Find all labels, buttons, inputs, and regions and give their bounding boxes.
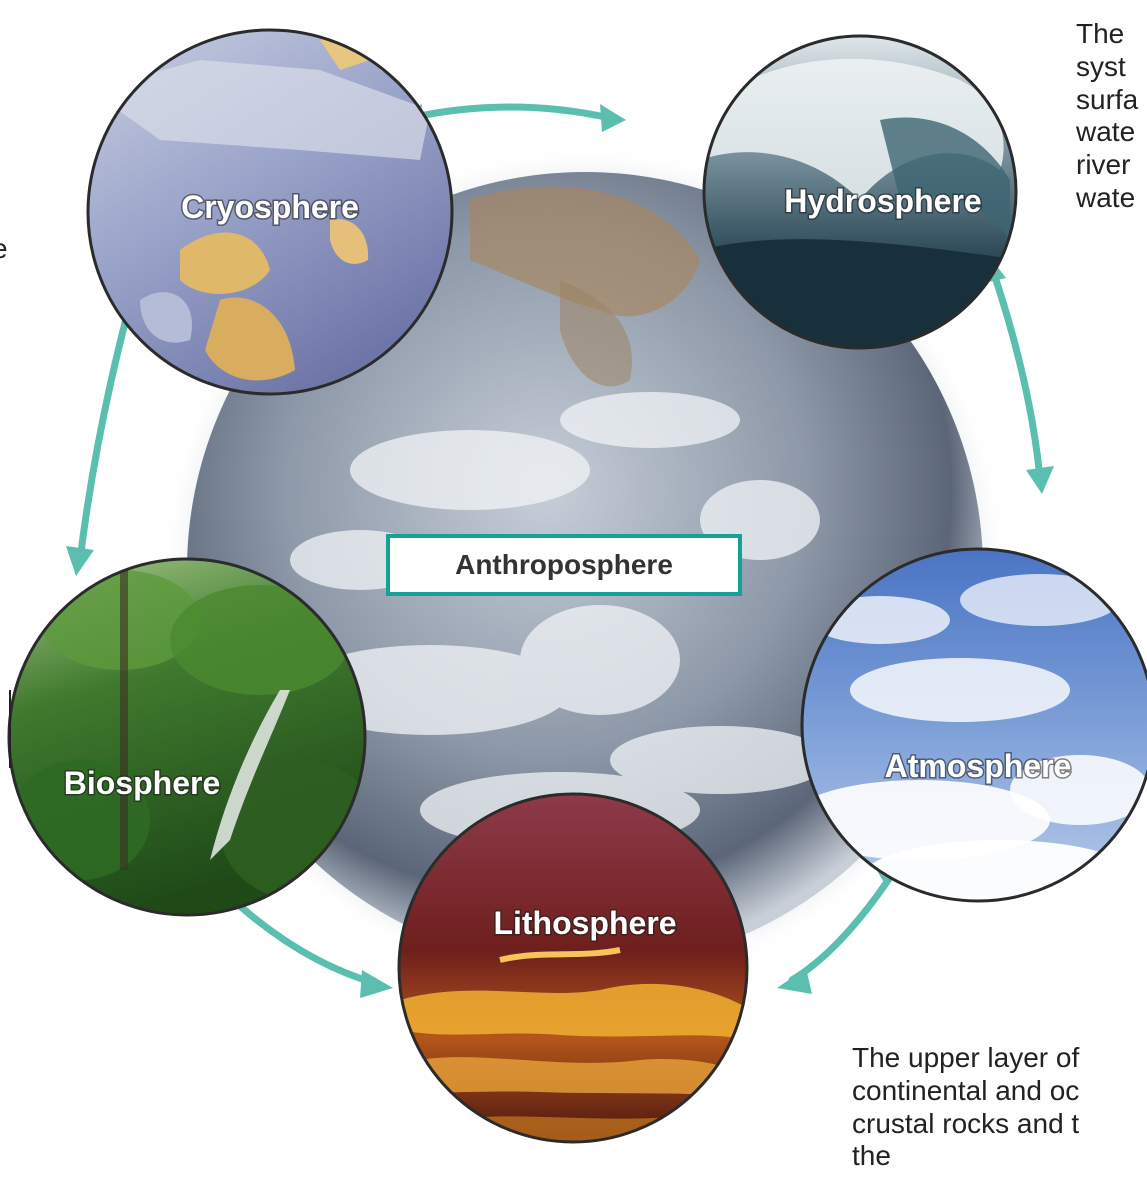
text-line: The [1076, 18, 1125, 49]
biosphere-label: Biosphere [64, 765, 220, 801]
hydrosphere-description: The syst surfa wate river wate [1076, 18, 1138, 215]
anthroposphere-box: Anthroposphere [386, 534, 742, 596]
cryosphere-circle: Cryosphere [86, 28, 454, 396]
text-line: the [852, 1140, 891, 1172]
cryosphere-label: Cryosphere [181, 189, 359, 225]
lithosphere-description: The upper layer of continental and oc cr… [852, 1042, 1079, 1173]
text-line: surfa [1076, 83, 1139, 115]
arrow-bio-cryo [76, 292, 136, 564]
hydrosphere-label: Hydrosphere [784, 183, 981, 219]
arrowhead-icon [360, 970, 393, 998]
text-line: wate [1076, 116, 1136, 148]
atmosphere-label: Atmosphere [885, 748, 1072, 784]
text-line: crustal rocks and t [852, 1107, 1080, 1139]
left-edge-line [9, 690, 11, 768]
arrowhead-icon [1026, 466, 1054, 494]
lithosphere-label: Lithosphere [493, 905, 676, 941]
biosphere-circle: Biosphere [7, 557, 367, 917]
text-line: The upper layer of [852, 1042, 1080, 1073]
arrowhead-icon [600, 104, 626, 132]
arrowhead-icon [66, 546, 94, 576]
text-line: river [1076, 149, 1131, 180]
arrow-hydro-atmo [988, 264, 1044, 482]
text-line: wate [1076, 181, 1136, 213]
text-line: syst [1076, 50, 1126, 82]
text-line: continental and oc [852, 1074, 1080, 1106]
atmosphere-circle: Atmosphere [800, 547, 1147, 903]
anthroposphere-label: Anthroposphere [455, 549, 673, 580]
arrowhead-icon [777, 968, 812, 994]
left-text-fragment: e [0, 233, 8, 265]
arrow-cryo-hydro [406, 103, 614, 122]
